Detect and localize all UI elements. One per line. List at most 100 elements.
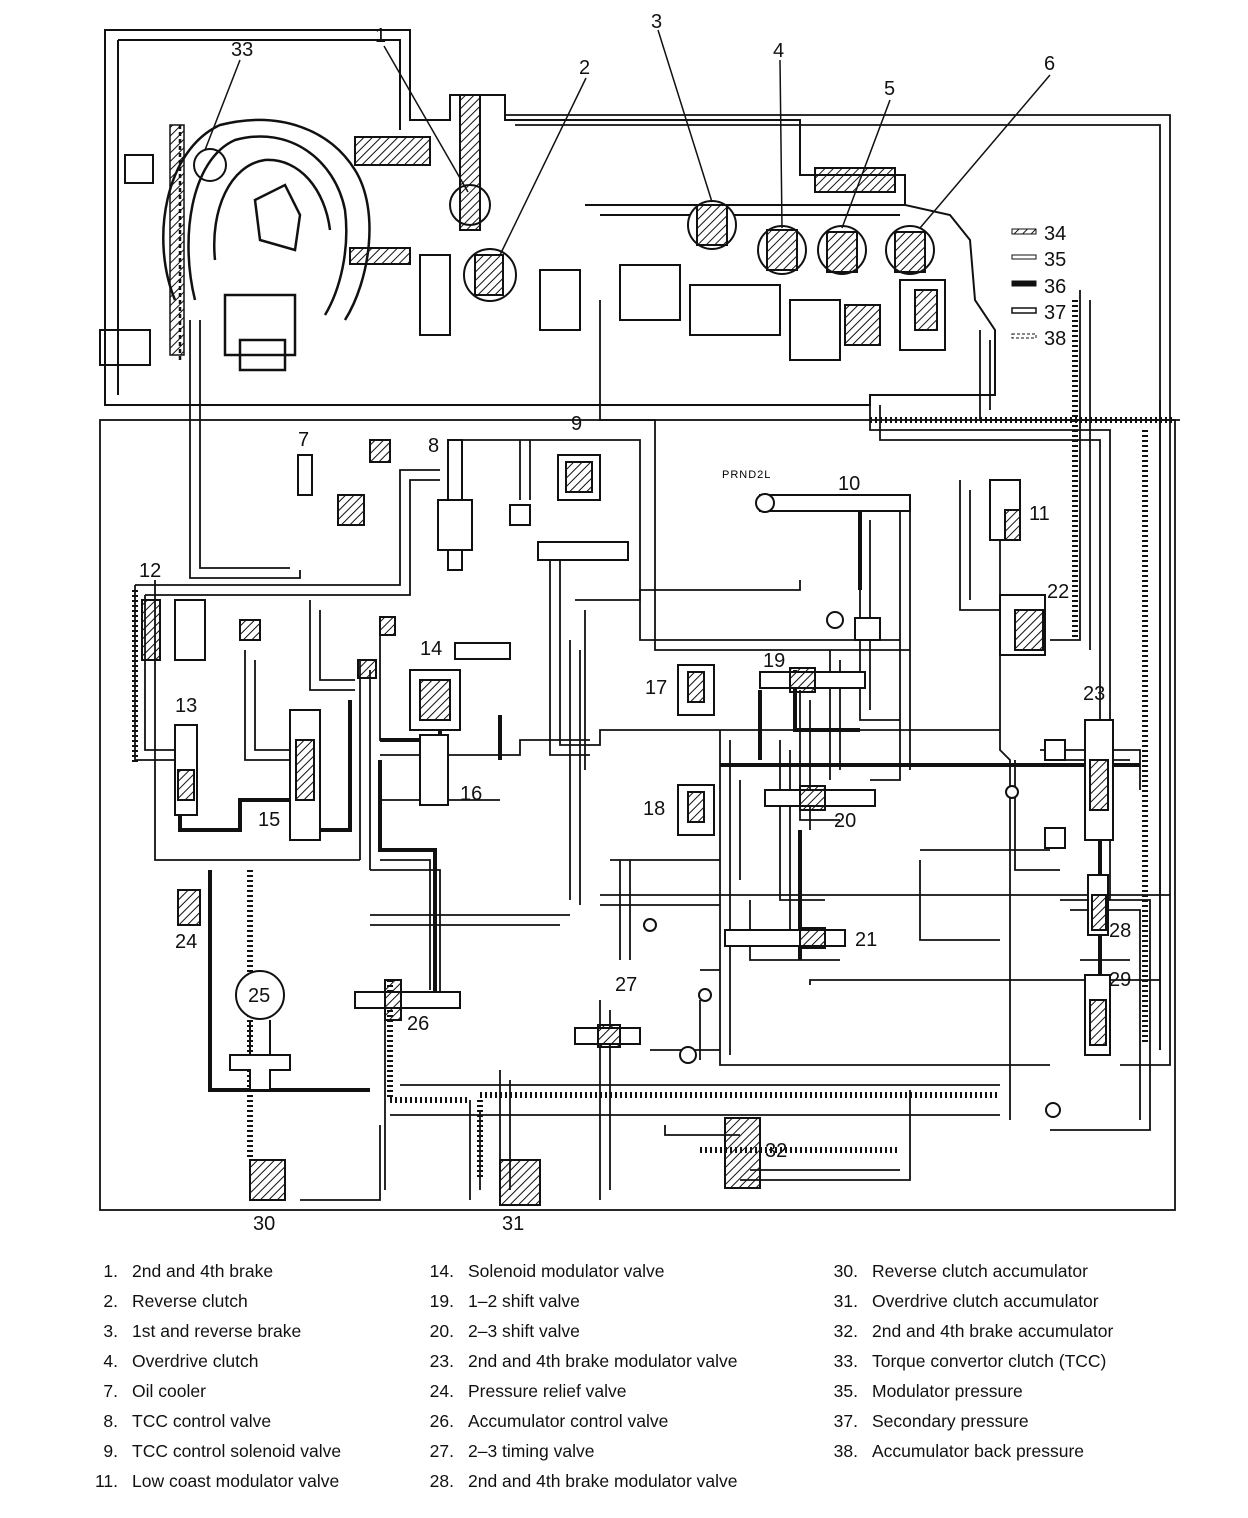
legend-entry-text: TCC control valve bbox=[132, 1411, 272, 1431]
key-label-38: 38 bbox=[1044, 328, 1066, 350]
legend-entry: 23.2nd and 4th brake modulator valve bbox=[418, 1346, 838, 1376]
legend-entry-number: 9. bbox=[103, 1441, 118, 1461]
legend-entry-number: 20. bbox=[429, 1321, 454, 1341]
callout-16: 16 bbox=[460, 783, 482, 805]
legend-entry: 20.2–3 shift valve bbox=[418, 1316, 838, 1346]
callout-15: 15 bbox=[258, 809, 280, 831]
callout-28: 28 bbox=[1109, 920, 1131, 942]
legend-entry: 37. Secondary pressure bbox=[822, 1406, 1242, 1436]
legend-entry: 28. 2nd and 4th brake modulator valve bbox=[418, 1466, 838, 1496]
legend-entry-text: Reverse clutch bbox=[132, 1291, 248, 1311]
legend-entry: 7. Oil cooler bbox=[92, 1376, 512, 1406]
callout-19: 19 bbox=[763, 650, 785, 672]
legend-entry-number: 26. bbox=[429, 1411, 454, 1431]
legend-entry-number: 3. bbox=[103, 1321, 118, 1341]
legend-entry-number: 30. bbox=[833, 1261, 858, 1281]
callout-20: 20 bbox=[834, 810, 856, 832]
callout-27: 27 bbox=[615, 974, 637, 996]
leader-lines bbox=[204, 29, 1051, 256]
legend-entry: 26. Accumulator control valve bbox=[418, 1406, 838, 1436]
legend-entry-number: 27. bbox=[429, 1441, 454, 1461]
legend-entry-number: 38. bbox=[833, 1441, 858, 1461]
callout-13: 13 bbox=[175, 695, 197, 717]
callout-numbers: 1 2 3 4 5 6 7 8 9 10 11 12 13 14 15 16 1… bbox=[139, 11, 1131, 1235]
legend-entry: 9. TCC control solenoid valve bbox=[92, 1436, 512, 1466]
legend-entry-number: 2. bbox=[103, 1291, 118, 1311]
selector-label: PRND2L bbox=[722, 469, 771, 481]
line-key: 34 35 36 37 38 bbox=[1011, 223, 1066, 350]
callout-30: 30 bbox=[253, 1213, 275, 1235]
legend-entry: 33.Torque convertor clutch (TCC) bbox=[822, 1346, 1242, 1376]
callout-11: 11 bbox=[1029, 503, 1050, 525]
legend-entry-text: Modulator pressure bbox=[872, 1381, 1023, 1401]
callout-4: 4 bbox=[773, 40, 784, 62]
legend-entry-text: Accumulator control valve bbox=[468, 1411, 669, 1431]
callout-1: 1 bbox=[375, 25, 386, 47]
key-swatch-37 bbox=[1011, 307, 1037, 314]
callout-17: 17 bbox=[645, 677, 667, 699]
key-label-34: 34 bbox=[1044, 223, 1066, 245]
legend-entry-number: 19. bbox=[429, 1291, 454, 1311]
legend-entry: 27.2–3 timing valve bbox=[418, 1436, 838, 1466]
legend-entry-number: 7. bbox=[103, 1381, 118, 1401]
legend-entry: 30. Reverse clutch accumulator bbox=[822, 1256, 1242, 1286]
legend-entry: 32. 2nd and 4th brake accumulator bbox=[822, 1316, 1242, 1346]
legend-entry: 31.Overdrive clutch accumulator bbox=[822, 1286, 1242, 1316]
callout-33: 33 bbox=[231, 39, 253, 61]
legend-entry-text: Accumulator back pressure bbox=[872, 1441, 1085, 1461]
legend-entry: 8.TCC control valve bbox=[92, 1406, 512, 1436]
legend-entry-number: 37. bbox=[833, 1411, 858, 1431]
legend-entry-text: 1st and reverse brake bbox=[132, 1321, 302, 1341]
legend-entry-text: Secondary pressure bbox=[872, 1411, 1029, 1431]
legend-entry-number: 4. bbox=[103, 1351, 118, 1371]
legend-column-2: 14.Solenoid modulator valve 19. 1–2 shift … bbox=[418, 1256, 838, 1496]
legend-entry: 19. 1–2 shift valve bbox=[418, 1286, 838, 1316]
legend-entry-text: TCC control solenoid valve bbox=[132, 1441, 342, 1461]
legend-entry-number: 33. bbox=[833, 1351, 858, 1371]
legend-entry-text: 2nd and 4th brake modulator valve bbox=[468, 1471, 738, 1491]
legend-entry-text: Low coast modulator valve bbox=[132, 1471, 340, 1491]
callout-26: 26 bbox=[407, 1013, 429, 1035]
legend-entry: 24.Pressure relief valve bbox=[418, 1376, 838, 1406]
callout-12: 12 bbox=[139, 560, 161, 582]
key-swatch-34 bbox=[1011, 228, 1037, 235]
key-swatch-36 bbox=[1011, 280, 1037, 287]
legend-entry: 38. Accumulator back pressure bbox=[822, 1436, 1242, 1466]
legend-entry-number: 24. bbox=[429, 1381, 454, 1401]
legend-entry: 3. 1st and reverse brake bbox=[92, 1316, 512, 1346]
callout-5: 5 bbox=[884, 78, 895, 100]
key-label-37: 37 bbox=[1044, 302, 1066, 324]
legend-entry-number: 1. bbox=[103, 1261, 118, 1281]
callout-25: 25 bbox=[248, 985, 270, 1007]
key-label-36: 36 bbox=[1044, 276, 1066, 298]
legend-entry-text: Overdrive clutch bbox=[132, 1351, 259, 1371]
callout-32: 32 bbox=[765, 1140, 787, 1162]
legend-entry-number: 32. bbox=[833, 1321, 858, 1341]
legend-entry-text: Solenoid modulator valve bbox=[468, 1261, 665, 1281]
legend-entry-text: Oil cooler bbox=[132, 1381, 206, 1401]
callout-31: 31 bbox=[502, 1213, 524, 1235]
legend-column-3: 30. Reverse clutch accumulator 31.Overdriv… bbox=[822, 1256, 1242, 1466]
legend-entry-text: 2nd and 4th brake modulator valve bbox=[468, 1351, 738, 1371]
key-label-35: 35 bbox=[1044, 249, 1066, 271]
valve-components bbox=[141, 94, 1114, 1206]
callout-6: 6 bbox=[1044, 53, 1055, 75]
torque-converter-assembly bbox=[162, 118, 371, 372]
legend-entry-text: 1–2 shift valve bbox=[468, 1291, 580, 1311]
legend-entry-number: 28. bbox=[429, 1471, 454, 1491]
legend-entry: 11. Low coast modulator valve bbox=[92, 1466, 512, 1496]
callout-22: 22 bbox=[1047, 581, 1069, 603]
legend-entry-number: 11. bbox=[94, 1471, 118, 1491]
legend-entry: 14.Solenoid modulator valve bbox=[418, 1256, 838, 1286]
callout-29: 29 bbox=[1109, 969, 1131, 991]
callout-3: 3 bbox=[651, 11, 662, 33]
legend-entry-text: 2nd and 4th brake accumulator bbox=[872, 1321, 1114, 1341]
legend-entry-text: Reverse clutch accumulator bbox=[872, 1261, 1088, 1281]
callout-2: 2 bbox=[579, 57, 590, 79]
legend-entry-text: Overdrive clutch accumulator bbox=[872, 1291, 1099, 1311]
callout-14: 14 bbox=[420, 638, 442, 660]
callout-10: 10 bbox=[838, 473, 860, 495]
callout-9: 9 bbox=[571, 413, 582, 435]
callout-23: 23 bbox=[1083, 683, 1105, 705]
